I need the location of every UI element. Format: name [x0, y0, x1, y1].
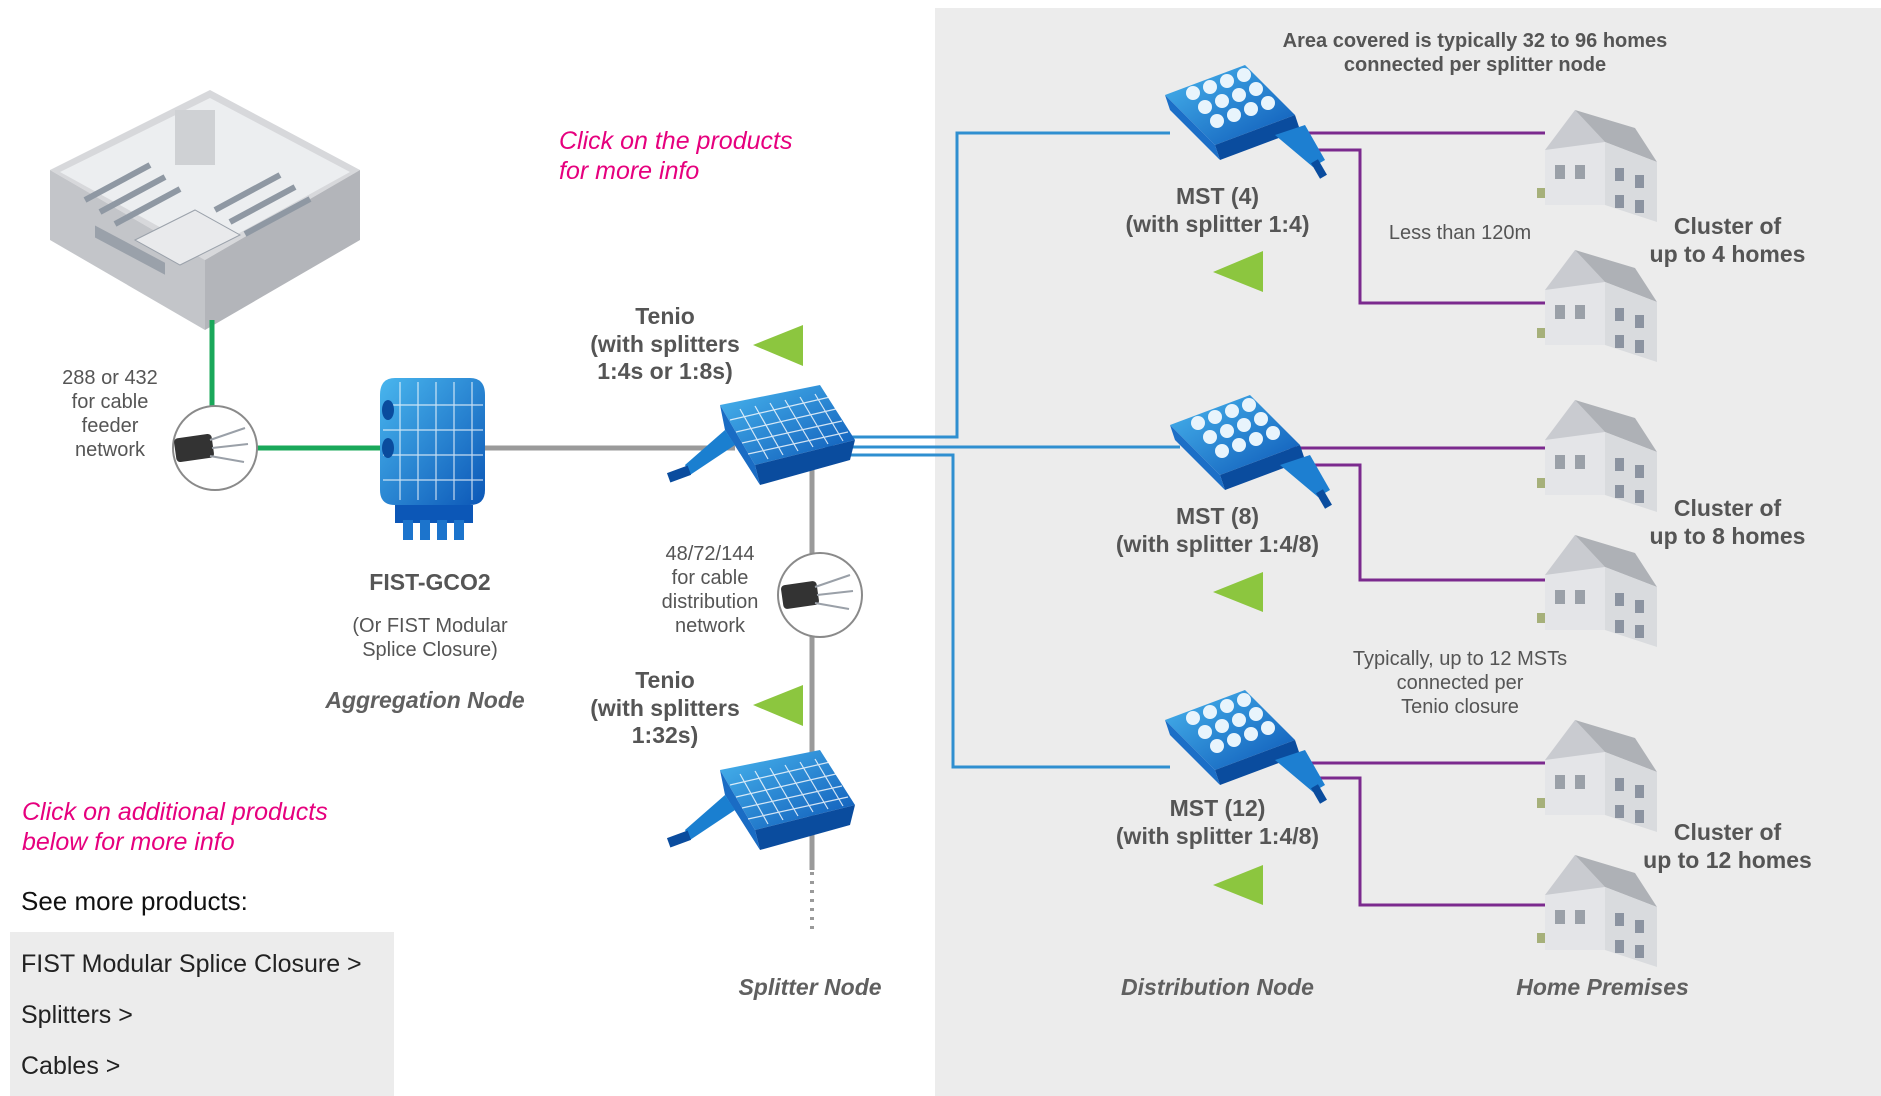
mst-8-info-arrow[interactable]	[1213, 572, 1263, 612]
mst-12-info-arrow[interactable]	[1213, 865, 1263, 905]
blue-distribution-lines	[825, 131, 1180, 769]
feeder-cable-label: 288 or 432 for cable feeder network	[62, 367, 158, 461]
purple-drop-lines	[1290, 131, 1545, 907]
see-more-title: See more products:	[21, 886, 248, 916]
mst-4-label: MST (4) (with splitter 1:4)	[1125, 183, 1310, 237]
mst-8-label: MST (8) (with splitter 1:4/8)	[1115, 503, 1320, 557]
feeder-cable-icon	[172, 405, 258, 491]
instruction-top: Click on the products for more info	[559, 127, 793, 185]
distribution-cable-icon	[777, 552, 863, 638]
aggregation-node-label: Aggregation Node	[325, 687, 525, 713]
mst-note: Typically, up to 12 MSTs connected per T…	[1352, 648, 1568, 718]
cluster-3-label: Cluster of up to 12 homes	[1643, 819, 1812, 873]
aggregation-product-label: FIST-GCO2	[369, 569, 491, 595]
see-more-panel	[10, 932, 394, 1096]
link-cables[interactable]: Cables >	[21, 1052, 121, 1080]
distribution-cable-label: 48/72/144 for cable distribution network	[661, 543, 759, 637]
mst-4-info-arrow[interactable]	[1213, 251, 1263, 292]
splitter-node-label: Splitter Node	[738, 974, 882, 1000]
distribution-panel	[935, 8, 1881, 1096]
distribution-node-label: Distribution Node	[1121, 974, 1314, 1000]
tenio-bottom-product[interactable]	[666, 749, 856, 851]
link-splitters[interactable]: Splitters >	[21, 1001, 133, 1029]
cluster-1-label: Cluster of up to 4 homes	[1649, 213, 1806, 267]
fist-gco2-product[interactable]	[380, 378, 485, 540]
tenio-top-product[interactable]	[666, 384, 856, 486]
cluster-2-label: Cluster of up to 8 homes	[1649, 495, 1806, 549]
home-premises-label: Home Premises	[1516, 974, 1689, 1000]
tenio-top-label: Tenio (with splitters 1:4s or 1:8s)	[590, 303, 740, 385]
mst-12-label: MST (12) (with splitter 1:4/8)	[1115, 795, 1320, 849]
tenio-top-info-arrow[interactable]	[753, 325, 803, 366]
instruction-bottom: Click on additional products below for m…	[22, 798, 328, 856]
tenio-bottom-label: Tenio (with splitters 1:32s)	[590, 667, 740, 749]
distance-note: Less than 120m	[1388, 222, 1532, 244]
tenio-bottom-info-arrow[interactable]	[753, 685, 803, 726]
coverage-note: Area covered is typically 32 to 96 homes…	[1282, 30, 1668, 76]
aggregation-alt-label: (Or FIST Modular Splice Closure)	[352, 615, 508, 661]
data-center-illustration	[50, 90, 360, 330]
link-fist-modular-splice-closure[interactable]: FIST Modular Splice Closure >	[21, 950, 362, 978]
